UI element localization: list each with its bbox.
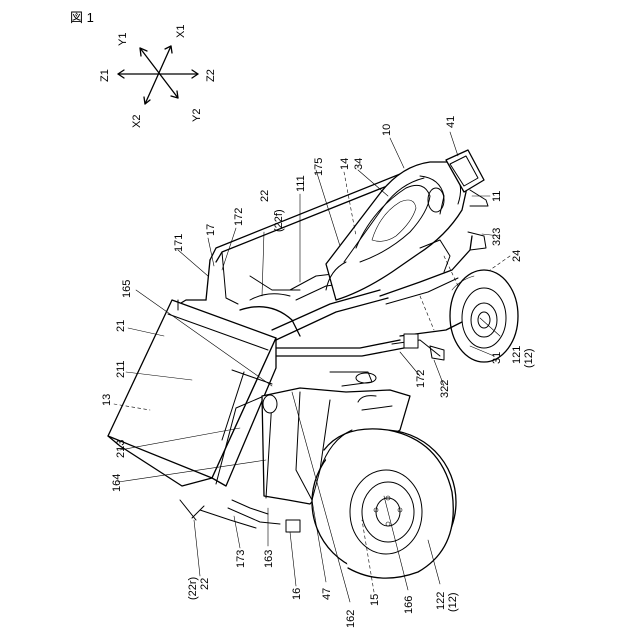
label-22r: (22r): [187, 577, 199, 600]
label-213: 213: [115, 440, 127, 458]
label-12a: (12): [523, 348, 535, 368]
axis-label-y2: Y2: [191, 109, 203, 122]
axis-label-z2: Z2: [205, 69, 217, 82]
figure-title: 図 1: [70, 10, 94, 25]
rear-wheel: [312, 429, 456, 578]
label-22f: (22f): [273, 209, 285, 232]
label-11: 11: [491, 191, 503, 202]
label-15: 15: [369, 594, 381, 606]
label-171: 171: [173, 234, 185, 252]
axis-compass: [118, 46, 198, 104]
label-173: 173: [235, 550, 247, 568]
label-164: 164: [111, 474, 123, 492]
vehicle-drawing: [108, 150, 518, 578]
label-175: 175: [313, 158, 325, 176]
label-162: 162: [345, 610, 357, 628]
label-47: 47: [321, 588, 333, 600]
label-24: 24: [511, 250, 523, 262]
label-22a: 22: [259, 190, 271, 202]
label-12b: (12): [447, 592, 459, 612]
label-111: 111: [295, 175, 307, 192]
axis-label-z1: Z1: [99, 69, 111, 82]
label-166: 166: [403, 596, 415, 614]
label-323: 323: [491, 228, 503, 246]
label-31: 31: [491, 352, 503, 364]
label-10: 10: [381, 124, 393, 136]
under-body: [180, 500, 300, 532]
front-wheel: [450, 270, 518, 362]
axis-label-y1: Y1: [117, 33, 129, 46]
label-14: 14: [339, 158, 351, 170]
axis-label-x1: X1: [175, 25, 187, 38]
cargo-box: [108, 300, 276, 486]
label-21: 21: [115, 320, 127, 332]
label-121: 121: [511, 346, 523, 364]
label-34: 34: [353, 158, 365, 170]
label-163: 163: [263, 550, 275, 568]
label-165: 165: [121, 280, 133, 298]
label-17: 17: [205, 224, 217, 236]
label-211: 211: [115, 360, 127, 378]
label-122: 122: [435, 592, 447, 610]
front-cowl: [326, 162, 467, 300]
label-41: 41: [445, 116, 457, 128]
label-172a: 172: [233, 208, 245, 226]
label-322: 322: [439, 380, 451, 398]
axis-label-x2: X2: [131, 115, 143, 128]
label-22b: 22: [199, 578, 211, 590]
label-172b: 172: [415, 370, 427, 388]
label-13: 13: [101, 394, 113, 406]
label-16: 16: [291, 588, 303, 600]
